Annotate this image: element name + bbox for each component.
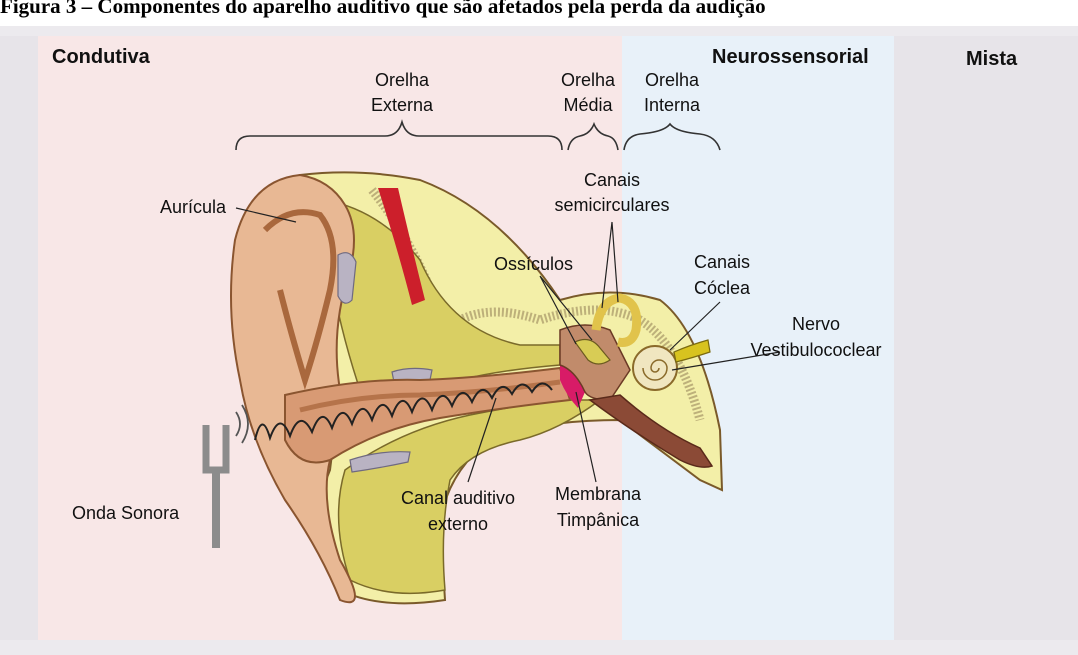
outer-ear-brace: [236, 122, 562, 150]
semicircular-label-2: semicirculares: [554, 195, 669, 215]
ossicles-label: Ossículos: [494, 254, 573, 274]
semicircular-label-1: Canais: [584, 170, 640, 190]
inner-ear-label-1: Orelha: [645, 70, 700, 90]
tuning-fork-stem: [212, 470, 220, 548]
auricle-label: Aurícula: [160, 197, 227, 217]
cochlea-label: Cóclea: [694, 278, 751, 298]
tympanic-label-1: Membrana: [555, 484, 642, 504]
outer-ear-label-1: Orelha: [375, 70, 430, 90]
nerve-label-1: Nervo: [792, 314, 840, 334]
middle-ear-label-2: Média: [563, 95, 613, 115]
inner-ear-brace: [624, 124, 720, 150]
cochlea: [633, 346, 677, 390]
ear-canal-label-1: Canal auditivo: [401, 488, 515, 508]
outer-ear-label-2: Externa: [371, 95, 434, 115]
middle-ear-label-1: Orelha: [561, 70, 616, 90]
canals-label: Canais: [694, 252, 750, 272]
inner-ear-label-2: Interna: [644, 95, 701, 115]
middle-ear-brace: [568, 124, 618, 150]
tuning-fork-prongs: [206, 425, 226, 470]
nerve-label-2: Vestibulococlear: [750, 340, 881, 360]
tympanic-label-2: Timpânica: [557, 510, 640, 530]
sound-wave-label: Onda Sonora: [72, 503, 180, 523]
ear-canal-label-2: externo: [428, 514, 488, 534]
